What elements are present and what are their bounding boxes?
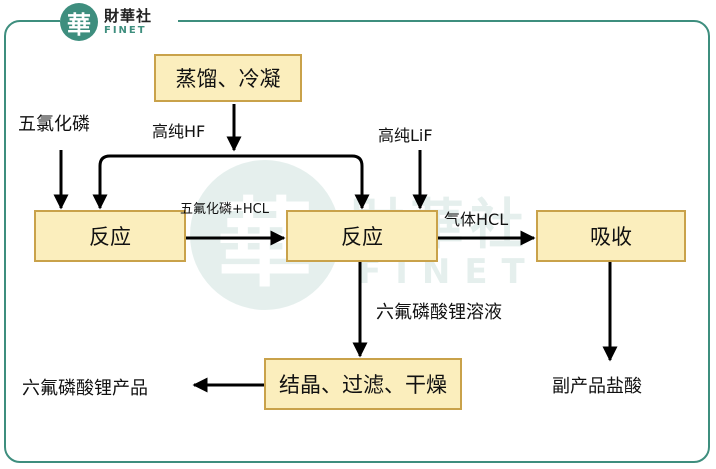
logo-text: 財華社 FINET <box>104 6 153 36</box>
byproduct-label: 副产品盐酸 <box>552 376 642 397</box>
arrow-hf-to-reaction1 <box>92 154 234 210</box>
logo-seal: 華 <box>60 3 98 41</box>
hf-label: 高纯HF <box>152 122 206 141</box>
reaction1-box: 反应 <box>34 210 186 262</box>
lipf6-product-label: 六氟磷酸锂产品 <box>22 378 148 399</box>
hcl-gas-label: 气体HCL <box>444 210 509 229</box>
arrow-hf-to-reaction2 <box>234 154 370 210</box>
absorb-box: 吸收 <box>536 210 686 262</box>
diagram-frame <box>4 20 710 463</box>
lif-label: 高纯LiF <box>378 126 433 145</box>
logo-name-en: FINET <box>104 24 147 36</box>
crystal-box: 结晶、过滤、干燥 <box>264 358 462 410</box>
reaction2-box: 反应 <box>286 210 438 262</box>
pcl5-label: 五氯化磷 <box>18 114 90 135</box>
mix-label: 五氟化磷+HCL <box>180 202 269 217</box>
lipf6-solution-label: 六氟磷酸锂溶液 <box>376 302 502 323</box>
logo-name-cn: 財華社 <box>104 6 153 25</box>
distill-box: 蒸馏、冷凝 <box>154 54 302 102</box>
finet-logo: 華 財華社 FINET <box>60 2 178 42</box>
